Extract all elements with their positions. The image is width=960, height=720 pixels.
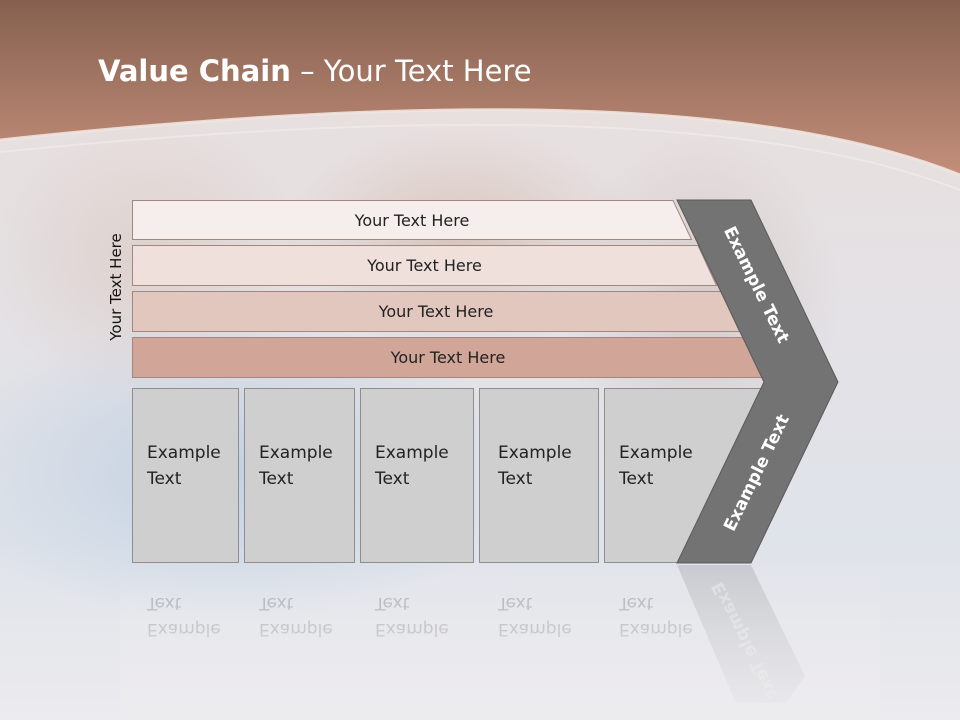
support-band-2[interactable]: Your Text Here	[132, 245, 717, 286]
title-rest: – Your Text Here	[290, 54, 532, 88]
column-5-line1: Example	[619, 443, 693, 463]
column-3-line2: Text	[375, 469, 410, 489]
column-4-line1: Example	[498, 443, 572, 463]
column-4-line2: Text	[498, 469, 533, 489]
support-band-4[interactable]: Your Text Here	[132, 337, 764, 378]
value-chain-chevron[interactable]	[676, 199, 840, 565]
header-banner	[0, 0, 960, 191]
column-1-line2: Text	[147, 469, 182, 489]
slide-title: Value Chain – Your Text Here	[98, 54, 532, 88]
reflection-fade	[120, 562, 880, 720]
band-2-label: Your Text Here	[367, 256, 482, 275]
column-5-line2: Text	[619, 469, 654, 489]
title-bold: Value Chain	[98, 54, 291, 88]
column-2-line1: Example	[259, 443, 333, 463]
support-band-1[interactable]: Your Text Here	[132, 200, 692, 240]
band-4-label: Your Text Here	[390, 348, 506, 367]
column-1-line1: Example	[147, 443, 221, 463]
side-label: Your Text Here	[107, 233, 125, 341]
column-2-line2: Text	[259, 469, 294, 489]
band-1-label: Your Text Here	[354, 210, 470, 230]
support-band-3[interactable]: Your Text Here	[132, 291, 740, 332]
band-3-label: Your Text Here	[378, 302, 494, 321]
column-3-line1: Example	[375, 443, 449, 463]
